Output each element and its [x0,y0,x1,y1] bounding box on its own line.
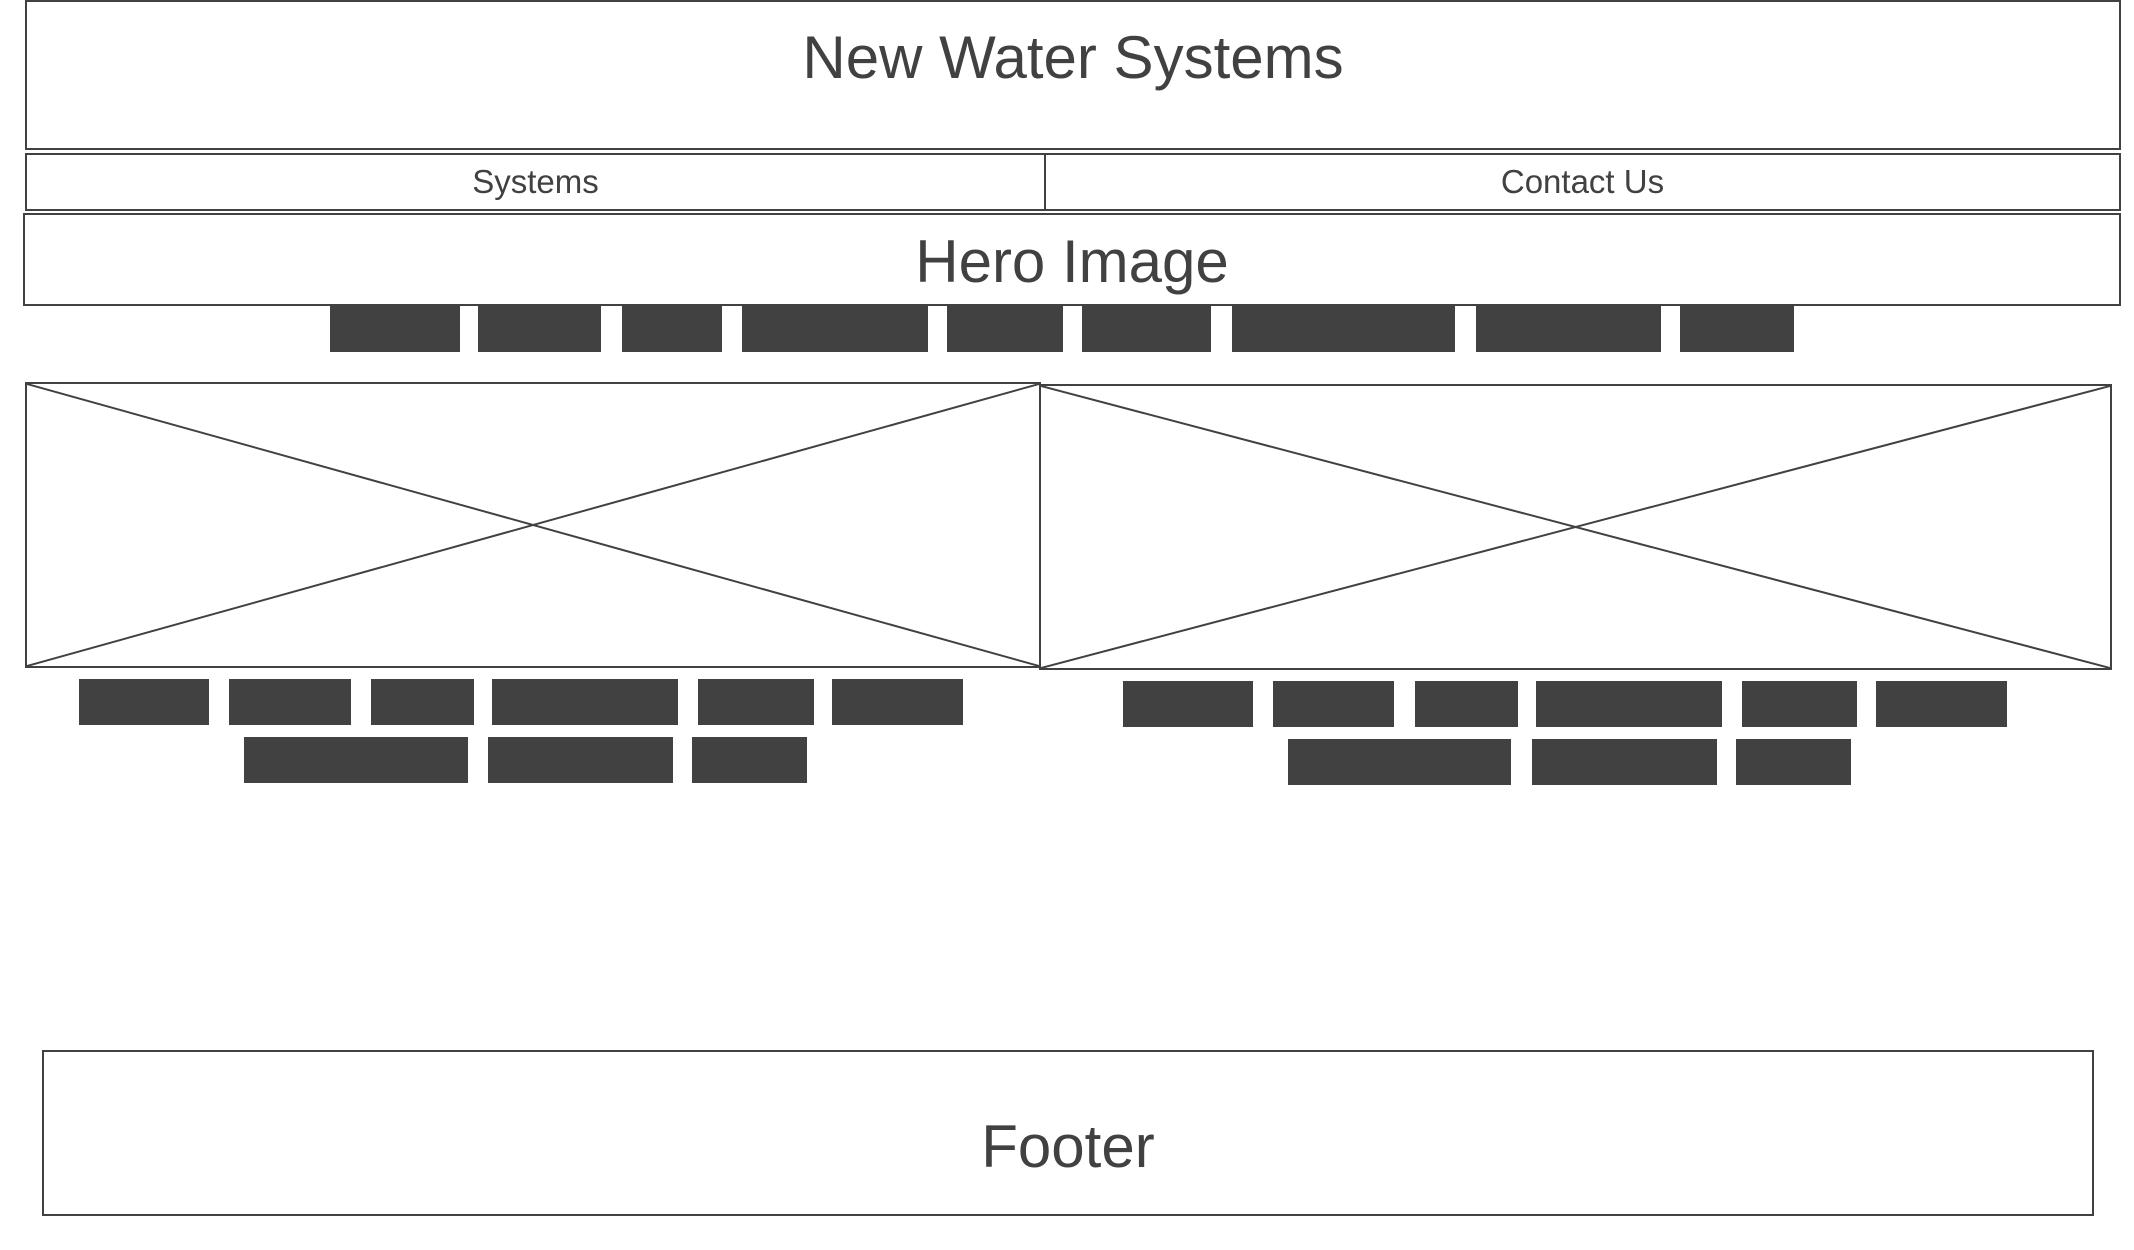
site-title: New Water Systems [802,24,1344,91]
text-placeholder-bar [1476,306,1661,352]
text-placeholder-bar [1123,681,1253,727]
text-placeholder-bar [947,306,1063,352]
text-placeholder-bar [742,306,928,352]
image-placeholder-icon [27,384,1039,666]
image-placeholder-right [1039,384,2112,670]
text-placeholder-bar [1232,306,1455,352]
text-placeholder-bar [79,679,209,725]
main-nav: Systems Contact Us [25,153,2121,211]
text-placeholder-bar [1415,681,1518,727]
text-placeholder-bar [330,306,460,352]
image-placeholder-icon [1041,386,2110,668]
text-placeholder-bar [1742,681,1857,727]
site-header: New Water Systems [25,0,2121,150]
text-placeholder-bar [371,679,474,725]
text-placeholder-bar [1736,739,1851,785]
text-placeholder-bar [488,737,673,783]
footer-label: Footer [981,1113,1155,1180]
nav-item-contact-us[interactable]: Contact Us [1500,163,1665,200]
text-placeholder-bar [698,679,814,725]
text-placeholder-bar [1082,306,1211,352]
text-placeholder-bar [1273,681,1394,727]
text-placeholder-bar [1680,306,1794,352]
hero-image-label: Hero Image [915,228,1229,295]
text-placeholder-bar [1532,739,1717,785]
image-placeholder-left [25,382,1041,668]
text-placeholder-bar [832,679,963,725]
site-footer: Footer [42,1050,2094,1216]
text-placeholder-bar [622,306,722,352]
text-placeholder-bar [692,737,807,783]
nav-item-systems[interactable]: Systems [27,155,1046,209]
text-placeholder-bar [492,679,678,725]
text-placeholder-bar [244,737,468,783]
text-placeholder-bar [478,306,601,352]
text-placeholder-bar [229,679,351,725]
text-placeholder-bar [1876,681,2007,727]
hero-image: Hero Image [23,213,2121,306]
text-placeholder-bar [1536,681,1722,727]
text-placeholder-bar [1288,739,1511,785]
